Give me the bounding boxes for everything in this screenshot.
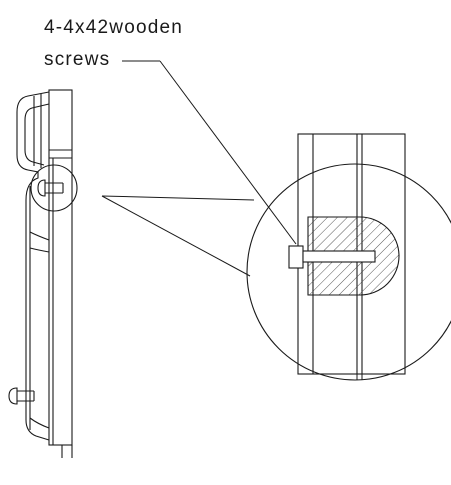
callout-leader bbox=[122, 60, 297, 245]
bracket-curve-upper bbox=[29, 231, 50, 241]
wall-board bbox=[48, 89, 73, 446]
side-view bbox=[8, 89, 78, 458]
detail-view bbox=[246, 133, 451, 381]
device-housing-outer bbox=[16, 91, 50, 441]
callout-label-line1: 4-4x42wooden bbox=[44, 17, 184, 38]
bracket-curve-bottom bbox=[29, 417, 50, 429]
detail-circle bbox=[246, 163, 451, 381]
detail-screw bbox=[288, 245, 376, 269]
detail-marker-circle bbox=[30, 164, 78, 212]
device-housing-inner bbox=[24, 103, 50, 166]
magnifier-lines bbox=[101, 195, 255, 277]
callout-label-line2: screws bbox=[44, 49, 111, 70]
lower-screw bbox=[8, 387, 35, 405]
bracket-curve-lower bbox=[29, 247, 50, 253]
upper-screw bbox=[37, 179, 64, 197]
